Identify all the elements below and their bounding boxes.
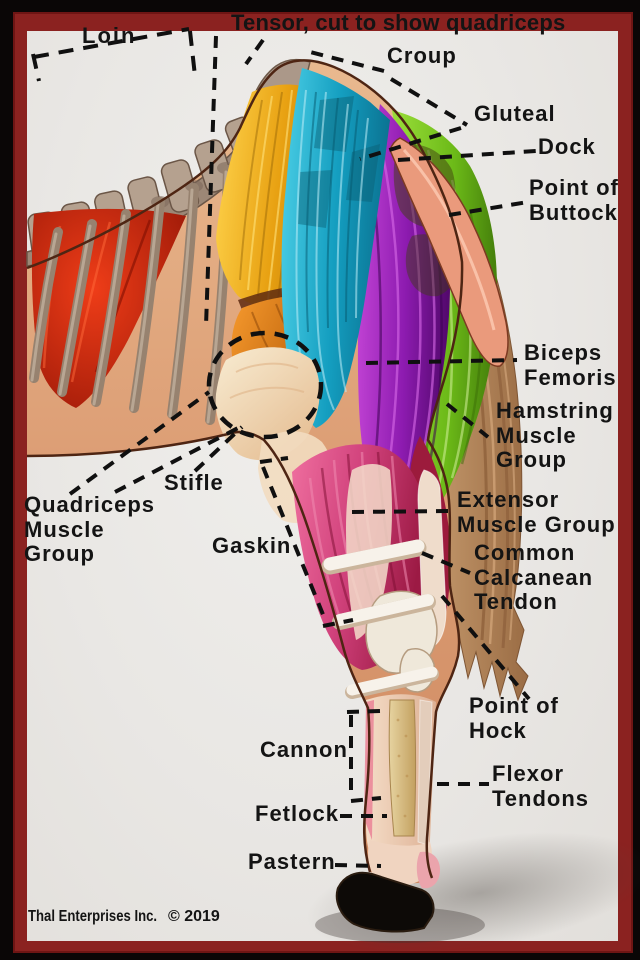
- label-point-of-buttock: Point of Buttock: [529, 175, 619, 225]
- quadriceps-pointer-2: [114, 426, 239, 494]
- label-gaskin: Gaskin: [212, 533, 292, 558]
- dock-pointer: [397, 149, 537, 162]
- label-common-calcanean-tendon: Common Calcanean Tendon: [474, 540, 594, 615]
- label-extensor-muscle-group: Extensor Muscle Group: [457, 487, 616, 537]
- label-croup: Croup: [387, 43, 457, 68]
- footer-copyright: © 2019: [168, 908, 220, 925]
- cannon-bone: [388, 699, 416, 837]
- label-hamstring-muscle-group: Hamstring Muscle Group: [496, 398, 614, 473]
- footer-company: Thal Enterprises Inc.: [28, 908, 158, 925]
- label-tensor: Tensor, cut to show quadriceps: [231, 10, 566, 35]
- loin-pointer: [31, 27, 197, 82]
- point-of-hock-pointer: [440, 594, 531, 701]
- stifle-pointer: [193, 425, 244, 473]
- gaskin-bracket: [259, 456, 354, 628]
- croup-gluteal-pointer: [389, 77, 469, 127]
- label-cannon: Cannon: [260, 737, 348, 762]
- pointer-lines: [31, 27, 537, 868]
- calcanean-pointer: [421, 551, 471, 575]
- hamstring-pointer: [445, 402, 490, 439]
- biceps-femoris-pointer: [365, 358, 518, 365]
- pastern-pointer: [334, 863, 382, 868]
- label-dock: Dock: [538, 134, 596, 159]
- point-of-buttock-pointer: [448, 200, 529, 217]
- label-loin: Loin: [82, 23, 137, 48]
- label-gluteal: Gluteal: [474, 101, 556, 126]
- quadriceps-pointer-1: [68, 390, 211, 496]
- label-pastern: Pastern: [248, 849, 336, 874]
- hock-joint: [321, 539, 439, 699]
- gluteal-muscle: [281, 68, 390, 428]
- croup-pointer: [305, 49, 385, 73]
- cannon-region: [364, 694, 440, 889]
- tensor-pointer: [204, 35, 218, 327]
- body-outline: [26, 59, 464, 879]
- quadriceps-circle: [206, 330, 324, 440]
- label-biceps-femoris: Biceps Femoris: [524, 340, 617, 390]
- tail-dock-bone: [389, 137, 509, 367]
- tensor-pointer-short: [244, 38, 265, 66]
- label-fetlock: Fetlock: [255, 801, 340, 826]
- label-point-of-hock: Point of Hock: [469, 693, 559, 743]
- label-stifle: Stifle: [164, 470, 224, 495]
- label-quadriceps-muscle-group: Quadriceps Muscle Group: [24, 492, 156, 567]
- gluteal-pointer: [359, 126, 462, 161]
- pastern-skin: [368, 840, 432, 886]
- label-flexor-tendons: Flexor Tendons: [492, 761, 590, 811]
- hoof: [335, 871, 435, 933]
- cannon-bracket: [346, 709, 382, 803]
- extensor-pointer: [351, 509, 450, 514]
